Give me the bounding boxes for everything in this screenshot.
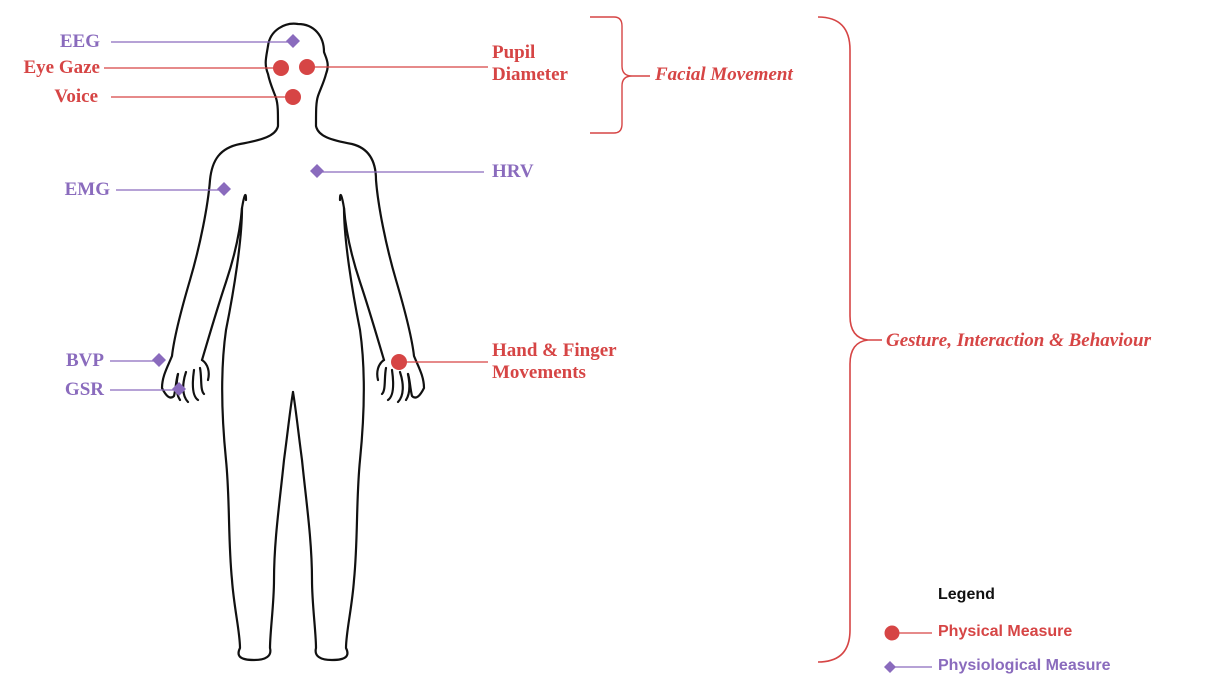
hrv-marker-diamond-icon: [310, 164, 324, 178]
legend-markers: [884, 626, 932, 674]
group-facial-movement: Facial Movement: [655, 64, 793, 86]
label-pupil-diameter: Pupil Diameter: [492, 42, 568, 86]
label-gsr: GSR: [40, 379, 104, 401]
eeg-marker-diamond-icon: [286, 34, 300, 48]
label-hrv: HRV: [492, 161, 534, 183]
label-hand-line2: Movements: [492, 362, 617, 384]
emg-marker-diamond-icon: [217, 182, 231, 196]
label-pupil-line2: Diameter: [492, 64, 568, 86]
label-voice: Voice: [30, 86, 98, 108]
human-outline: [162, 24, 424, 660]
legend-physical-label: Physical Measure: [938, 623, 1072, 641]
label-bvp: BVP: [40, 350, 104, 372]
label-eye-gaze: Eye Gaze: [0, 57, 100, 79]
label-emg: EMG: [40, 179, 110, 201]
hand-marker-circle-icon: [391, 354, 407, 370]
bvp-marker-diamond-icon: [152, 353, 166, 367]
label-hand-finger: Hand & Finger Movements: [492, 340, 617, 384]
label-eeg: EEG: [40, 31, 100, 53]
label-pupil-line1: Pupil: [492, 42, 568, 64]
legend-diamond-icon: [884, 661, 896, 673]
legend-circle-icon: [885, 626, 900, 641]
legend-physiological-label: Physiological Measure: [938, 657, 1111, 675]
markers: [152, 34, 407, 396]
legend-title: Legend: [938, 586, 995, 604]
facial-bracket: [590, 17, 650, 133]
voice-marker-circle-icon: [285, 89, 301, 105]
pupil-marker-circle-icon: [299, 59, 315, 75]
eye-gaze-marker-circle-icon: [273, 60, 289, 76]
label-hand-line1: Hand & Finger: [492, 340, 617, 362]
group-gesture-interaction: Gesture, Interaction & Behaviour: [886, 330, 1151, 352]
gesture-bracket: [818, 17, 882, 662]
